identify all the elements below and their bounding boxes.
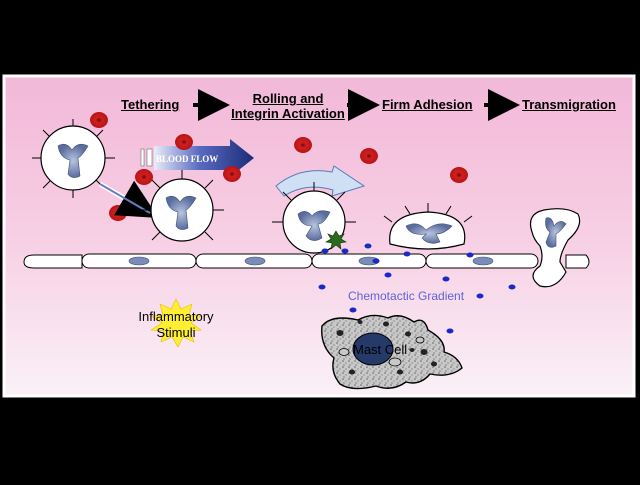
chemotactic-gradient-label: Chemotactic Gradient [348,289,465,303]
activation-star [325,230,347,250]
leukocyte-tethering [140,170,224,242]
inflammatory-line2: Stimuli [156,325,196,340]
leukocyte-transmigrating [529,208,581,288]
step-tethering-label: Tethering [121,97,180,112]
step-transmigration-label: Transmigration [522,97,616,112]
inflammatory-line1: Inflammatory [138,309,214,324]
endothelial-layer [23,253,590,269]
mast-cell-label: Mast Cell [353,342,408,357]
mast-cell [321,314,463,390]
leukocyte-adhered [383,203,473,250]
blood-flow-label: BLOOD FLOW [156,154,219,164]
step-rolling-line2: Integrin Activation [231,106,345,121]
chemokine-dots [318,243,516,334]
leukocyte-free [32,119,115,198]
inflammatory-stimuli-label: Inflammatory Stimuli [128,309,224,341]
step-rolling-label: Rolling and Integrin Activation [226,91,350,121]
step-rolling-line1: Rolling and [252,91,324,106]
inflammatory-burst [150,298,202,348]
rolling-arrow [275,165,366,197]
step-firm-adhesion-label: Firm Adhesion [382,97,473,112]
leukocyte-rolling [272,182,356,254]
